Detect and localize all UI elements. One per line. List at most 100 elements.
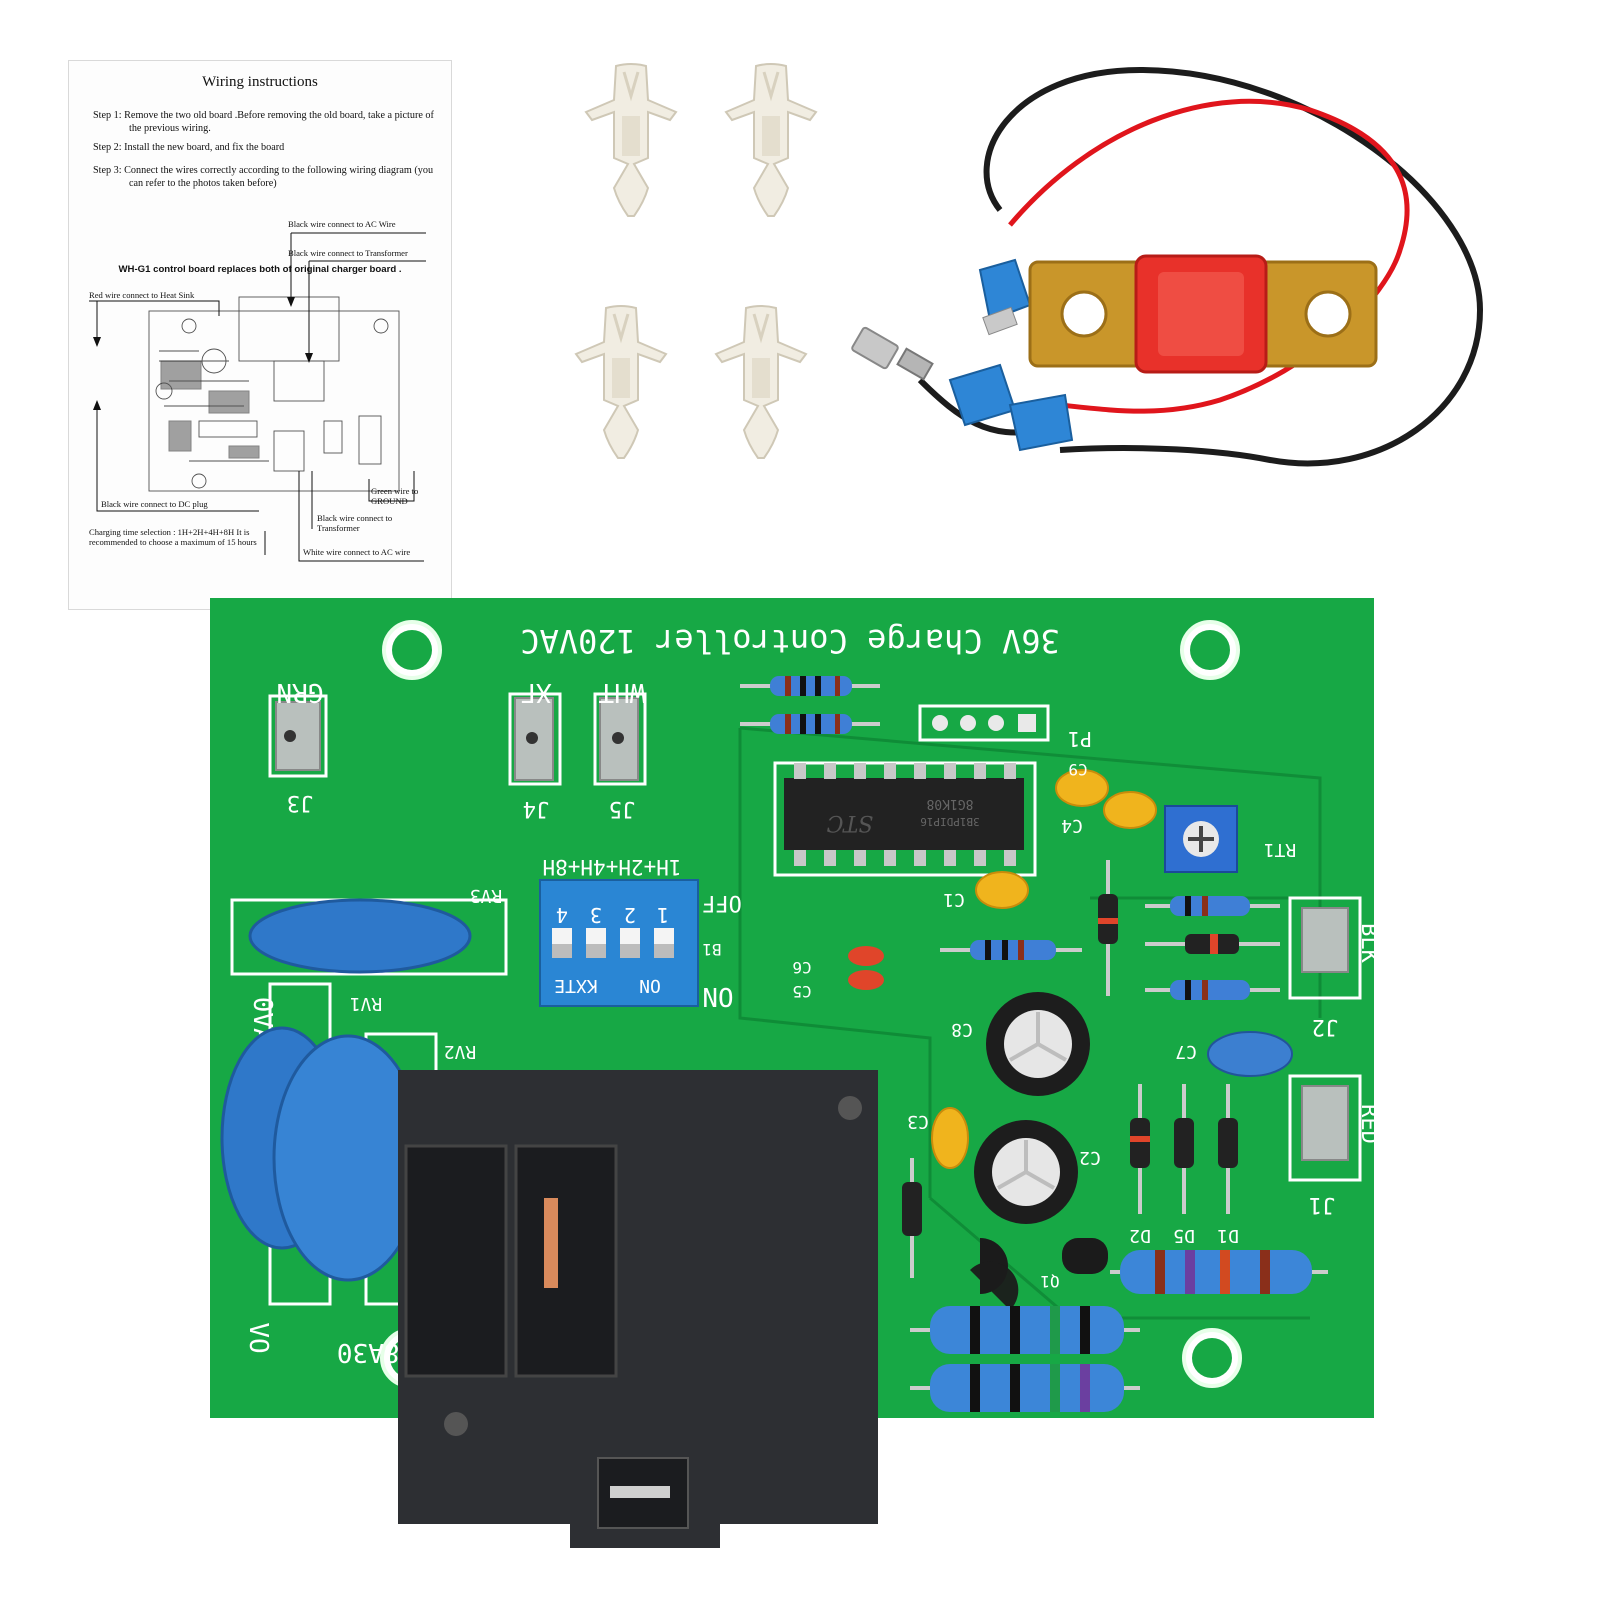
connector-j1 bbox=[1288, 1074, 1362, 1182]
label-charging-time: Charging time selection : 1H+2H+4H+8H It… bbox=[89, 527, 257, 547]
label-d5: D5 bbox=[1173, 1225, 1195, 1246]
label-p1: P1 bbox=[1068, 727, 1092, 751]
label-j1: J1 bbox=[1309, 1192, 1336, 1217]
transistors bbox=[970, 1238, 1108, 1310]
resistor-right-1 bbox=[1145, 896, 1280, 916]
power-resistor-1 bbox=[1110, 1250, 1328, 1294]
label-ground: Green wire to GROUND bbox=[371, 486, 419, 506]
label-white-ac: White wire connect to AC wire bbox=[303, 547, 411, 557]
standoff-clips bbox=[574, 62, 818, 460]
dip-on: ON bbox=[702, 981, 733, 1011]
label-j4: J4 bbox=[523, 796, 550, 821]
electrolytic-capacitor-c2 bbox=[974, 1120, 1078, 1224]
wiring-instruction-sheet: Wiring instructions Step 1: Remove the t… bbox=[68, 60, 452, 610]
instructions-title: Wiring instructions bbox=[202, 74, 318, 90]
label-heat-sink: Red wire connect to Heat Sink bbox=[89, 290, 195, 300]
label-ac-wire: Black wire connect to AC Wire bbox=[288, 219, 396, 229]
spade-terminal bbox=[851, 326, 934, 381]
label-red: RED bbox=[1356, 1104, 1378, 1144]
resistor-top-2 bbox=[740, 714, 880, 734]
dip-switch-brand: KXTE bbox=[554, 975, 597, 996]
label-q1: Q1 bbox=[1040, 1272, 1059, 1291]
resistor-mid-1 bbox=[940, 940, 1082, 960]
label-b1: B1 bbox=[702, 940, 721, 959]
microcontroller-chip bbox=[773, 761, 1037, 877]
standoff-clip-4 bbox=[714, 304, 808, 460]
dip-number-4: 4 bbox=[556, 903, 568, 927]
standoff-clip-1 bbox=[584, 62, 678, 218]
label-rv1: RV1 bbox=[350, 993, 383, 1014]
dip-switch[interactable] bbox=[539, 879, 699, 1007]
label-c2: C2 bbox=[1079, 1147, 1101, 1168]
label-rt1: RT1 bbox=[1264, 839, 1297, 860]
label-c1: C1 bbox=[943, 889, 965, 910]
label-c5: C5 bbox=[792, 982, 811, 1001]
label-c9: C9 bbox=[1068, 760, 1087, 779]
dip-number-1: 1 bbox=[657, 903, 669, 927]
label-vo: VO bbox=[243, 1322, 273, 1353]
blue-terminal-bottom-2 bbox=[1008, 393, 1074, 452]
diode-left bbox=[902, 1158, 922, 1278]
connector-j5 bbox=[593, 692, 647, 786]
ic-line-2: 3B1PDIP16 bbox=[920, 815, 980, 828]
label-c3: C3 bbox=[907, 1111, 929, 1132]
label-c6: C6 bbox=[792, 958, 811, 977]
dip-switch-on: ON bbox=[639, 975, 661, 996]
label-xf: XF bbox=[520, 677, 551, 707]
dip-off: OFF bbox=[702, 890, 742, 915]
label-c7: C7 bbox=[1175, 1041, 1197, 1062]
connector-j3 bbox=[268, 694, 328, 778]
diode-vertical bbox=[1098, 860, 1118, 996]
electrolytic-capacitor-c8 bbox=[986, 992, 1090, 1096]
standoff-clip-3 bbox=[574, 304, 668, 460]
label-c4: C4 bbox=[1061, 815, 1083, 836]
label-wht: WHT bbox=[598, 677, 645, 707]
resistor-top-1 bbox=[740, 676, 880, 696]
board-title: 36V Charge Controller 120VAC bbox=[520, 622, 1059, 660]
yellow-capacitors bbox=[931, 769, 1157, 1169]
resistor-right-2 bbox=[1145, 980, 1280, 1000]
small-capacitors bbox=[848, 946, 884, 990]
blue-terminal-top bbox=[978, 258, 1032, 336]
varistor-rv3 bbox=[248, 898, 472, 974]
label-d2: D2 bbox=[1129, 1225, 1151, 1246]
connector-j4 bbox=[508, 692, 562, 786]
fuse-assembly bbox=[851, 66, 1484, 467]
label-j3: J3 bbox=[287, 790, 314, 815]
label-blk: BLK bbox=[1356, 923, 1378, 963]
dip-timing: 1H+2H+4H+8H bbox=[542, 855, 681, 879]
trimmer-rt1 bbox=[1164, 805, 1238, 873]
instructions-step-3: Step 3: Connect the wires correctly acco… bbox=[93, 165, 434, 189]
power-resistor-3 bbox=[910, 1364, 1140, 1412]
dip-number-2: 2 bbox=[624, 903, 636, 927]
ic-brand: STC bbox=[827, 810, 874, 835]
wiring-diagram bbox=[89, 232, 426, 562]
charge-controller-board: 36V Charge Controller 120VAC GRN J3 XF J… bbox=[210, 598, 1378, 1548]
label-grn: GRN bbox=[277, 677, 324, 707]
diode-d2 bbox=[1130, 1084, 1150, 1214]
label-rv3: RV3 bbox=[470, 885, 503, 906]
label-transformer-top: Black wire connect to Transformer bbox=[288, 248, 408, 258]
label-j2: J2 bbox=[1312, 1014, 1339, 1039]
power-resistor-2 bbox=[910, 1306, 1140, 1354]
diode-d5 bbox=[1174, 1084, 1194, 1214]
label-d1: D1 bbox=[1217, 1225, 1239, 1246]
instructions-step-1: Step 1: Remove the two old board .Before… bbox=[93, 110, 434, 134]
ic-line-1: 8G1K08 bbox=[927, 796, 974, 811]
instructions-note: WH-G1 control board replaces both of ori… bbox=[118, 264, 402, 275]
dip-number-3: 3 bbox=[590, 903, 602, 927]
capacitor-c7 bbox=[1207, 1031, 1293, 1077]
header-p1 bbox=[918, 704, 1050, 742]
diode-d1 bbox=[1218, 1084, 1238, 1214]
diode-right bbox=[1145, 934, 1280, 954]
label-transformer-bottom: Black wire connect to Transformer bbox=[317, 513, 393, 533]
label-dc-plug: Black wire connect to DC plug bbox=[101, 499, 208, 509]
label-rv2: RV2 bbox=[444, 1041, 477, 1062]
standoff-clip-2 bbox=[724, 62, 818, 218]
fuse bbox=[1028, 254, 1378, 374]
relay bbox=[398, 1070, 878, 1548]
instructions-step-2: Step 2: Install the new board, and fix t… bbox=[93, 142, 285, 153]
label-c8: C8 bbox=[951, 1019, 973, 1040]
label-j5: J5 bbox=[609, 796, 636, 821]
connector-j2 bbox=[1288, 896, 1362, 1000]
